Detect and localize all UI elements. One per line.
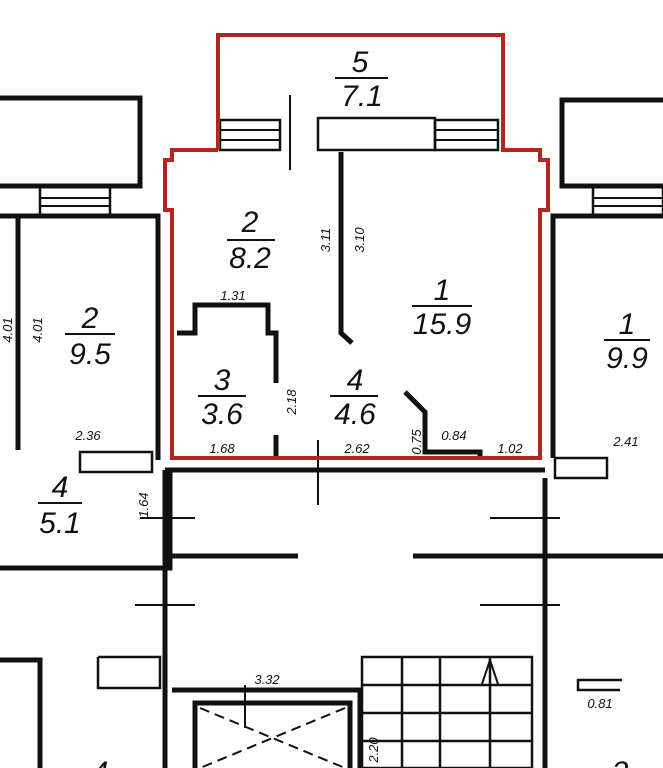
dimension-label: 3.10 <box>352 227 367 253</box>
bottom-right-room-number: 3 <box>612 756 629 768</box>
dimension-label: 2.62 <box>343 441 370 456</box>
dimension-label: 0.75 <box>409 429 424 455</box>
svg-text:3.6: 3.6 <box>201 398 243 431</box>
svg-text:9.9: 9.9 <box>606 342 648 375</box>
room-2-label: 2 8.2 <box>227 206 275 275</box>
dimension-label: 1.02 <box>497 441 523 456</box>
svg-text:8.2: 8.2 <box>229 242 271 275</box>
dimension-label: 2.36 <box>74 428 101 443</box>
svg-text:4.6: 4.6 <box>334 398 376 431</box>
svg-text:4: 4 <box>347 364 364 397</box>
svg-text:1: 1 <box>619 308 636 341</box>
svg-text:5: 5 <box>352 46 369 79</box>
right-apartment-walls <box>413 97 663 768</box>
svg-text:3: 3 <box>214 364 231 397</box>
svg-text:7.1: 7.1 <box>341 80 383 113</box>
svg-text:2: 2 <box>81 302 99 335</box>
stairwell <box>0 655 622 768</box>
dimension-label: 2.41 <box>612 434 638 449</box>
bottom-left-room-number: 4 <box>92 756 109 768</box>
dimension-label: 3.11 <box>318 228 333 252</box>
svg-text:4: 4 <box>52 471 69 504</box>
svg-text:5.1: 5.1 <box>39 507 81 540</box>
apartment-interior-walls <box>177 95 500 458</box>
left-apartment-walls <box>0 95 173 571</box>
dimension-label: 3.32 <box>254 672 280 687</box>
dimension-label: 2.20 <box>366 737 381 764</box>
dimension-label: 4.01 <box>30 317 45 342</box>
room-4-label: 4 4.6 <box>330 364 378 431</box>
dimension-label: 1.68 <box>209 441 235 456</box>
dimension-label: 1.64 <box>136 492 151 517</box>
room-1-label: 1 15.9 <box>412 274 472 341</box>
dimension-label: 2.18 <box>284 389 299 416</box>
apartment-outline <box>163 33 550 460</box>
svg-text:15.9: 15.9 <box>413 308 472 341</box>
svg-text:2: 2 <box>241 206 259 239</box>
dimension-label: 0.81 <box>587 696 612 711</box>
svg-text:9.5: 9.5 <box>69 338 111 371</box>
dimension-label: 1.31 <box>220 288 245 303</box>
dimension-label: 0.84 <box>441 428 466 443</box>
svg-text:1: 1 <box>434 274 451 307</box>
room-5-label: 5 7.1 <box>335 46 388 113</box>
left-room-2-label: 2 9.5 <box>65 302 115 371</box>
corridor-walls <box>135 440 560 768</box>
dimension-label: 4.01 <box>0 317 15 342</box>
left-room-4-label: 4 5.1 <box>38 471 82 540</box>
room-3-label: 3 3.6 <box>198 364 246 431</box>
right-room-1-label: 1 9.9 <box>604 308 650 375</box>
